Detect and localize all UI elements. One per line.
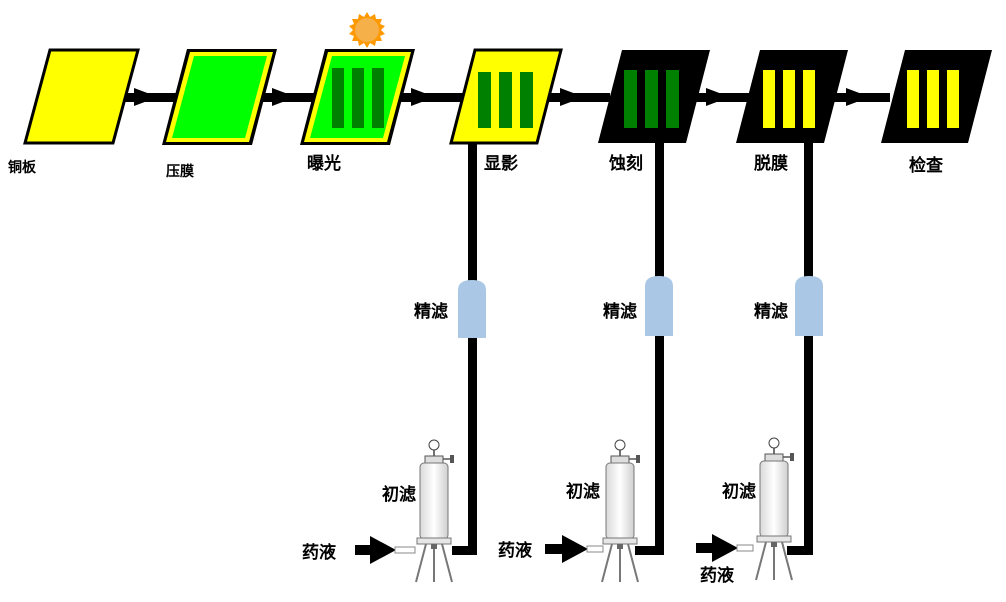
inlet-label: 药液 xyxy=(498,541,532,561)
step-label-development: 显影 xyxy=(484,154,518,174)
circuit-stripe xyxy=(478,72,491,128)
step-label-lamination: 压膜 xyxy=(166,164,194,180)
step-copper-plate xyxy=(23,48,140,145)
flow-arrow-icon xyxy=(846,88,870,106)
panel-shape xyxy=(172,56,267,138)
bag-filter-housing-icon xyxy=(755,437,794,581)
circuit-stripe xyxy=(520,72,533,128)
inlet-pipe xyxy=(736,544,754,552)
flow-arrow-icon xyxy=(562,535,588,563)
circuit-stripe xyxy=(783,70,795,128)
supply-pipe-bottom xyxy=(635,546,664,555)
sun-core xyxy=(355,18,379,42)
supply-pipe xyxy=(804,143,813,555)
coarse-filter-2 xyxy=(601,439,640,583)
supply-pipes xyxy=(452,143,813,555)
panel-shape xyxy=(23,48,140,145)
supply-pipe-bottom xyxy=(452,546,477,555)
step-development xyxy=(449,48,563,145)
inlet-pipe xyxy=(586,545,604,553)
fine-filter-label: 精滤 xyxy=(754,302,788,322)
step-lamination xyxy=(162,49,277,145)
circuit-stripe xyxy=(645,70,658,128)
inlet-pipe xyxy=(545,544,567,554)
step-exposure xyxy=(300,49,415,145)
inlet-pipe xyxy=(394,546,416,554)
circuit-stripe xyxy=(763,70,775,128)
flow-arrow-icon xyxy=(706,88,730,106)
bag-filter-housing-icon xyxy=(601,439,640,583)
circuit-stripe xyxy=(499,72,512,128)
inlet-arrows xyxy=(355,534,754,564)
flow-arrow-icon xyxy=(134,88,158,106)
circuit-stripe xyxy=(907,70,919,128)
step-stripping xyxy=(736,50,848,143)
supply-pipe xyxy=(655,143,664,555)
inlet-pipe xyxy=(696,543,718,553)
step-etching xyxy=(598,50,710,143)
circuit-stripe xyxy=(352,68,364,128)
fine-filter-cartridge-icon xyxy=(795,276,823,336)
fine-filter-label: 精滤 xyxy=(414,302,448,322)
step-label-inspection: 检查 xyxy=(909,156,943,176)
supply-pipe xyxy=(468,143,477,555)
circuit-stripe xyxy=(947,70,959,128)
inlet-pipe xyxy=(355,545,375,555)
flow-arrows xyxy=(134,88,870,106)
step-label-etching: 蚀刻 xyxy=(609,154,643,174)
circuit-stripe xyxy=(927,70,939,128)
flow-arrow-icon xyxy=(411,88,435,106)
supply-pipe-bottom xyxy=(787,546,813,555)
step-label-copper-plate: 铜板 xyxy=(8,160,36,176)
flow-arrow-icon xyxy=(370,536,396,564)
circuit-stripe xyxy=(624,70,637,128)
coarse-filter-label: 初滤 xyxy=(566,482,600,502)
sun-icon xyxy=(349,12,385,48)
bag-filter-housing-icon xyxy=(415,439,454,583)
circuit-stripe xyxy=(332,68,344,128)
fine-filter-cartridge-icon xyxy=(645,276,673,336)
step-label-stripping: 脱膜 xyxy=(754,154,788,174)
circuit-stripe xyxy=(372,68,384,128)
flow-arrow-icon xyxy=(272,88,296,106)
circuit-stripe xyxy=(666,70,679,128)
inlet-label: 药液 xyxy=(302,543,336,563)
fine-filters xyxy=(458,276,823,338)
step-label-exposure: 曝光 xyxy=(307,154,341,174)
coarse-filter-3 xyxy=(755,437,794,581)
coarse-filter-label: 初滤 xyxy=(382,485,416,505)
flow-arrow-icon xyxy=(560,88,584,106)
coarse-filter-1 xyxy=(415,439,454,583)
step-inspection xyxy=(881,50,992,143)
inlet-label: 药液 xyxy=(700,566,734,586)
flow-arrow-icon xyxy=(712,534,738,562)
coarse-filter-label: 初滤 xyxy=(722,482,756,502)
fine-filter-cartridge-icon xyxy=(458,280,486,338)
fine-filter-label: 精滤 xyxy=(603,302,637,322)
circuit-stripe xyxy=(803,70,815,128)
